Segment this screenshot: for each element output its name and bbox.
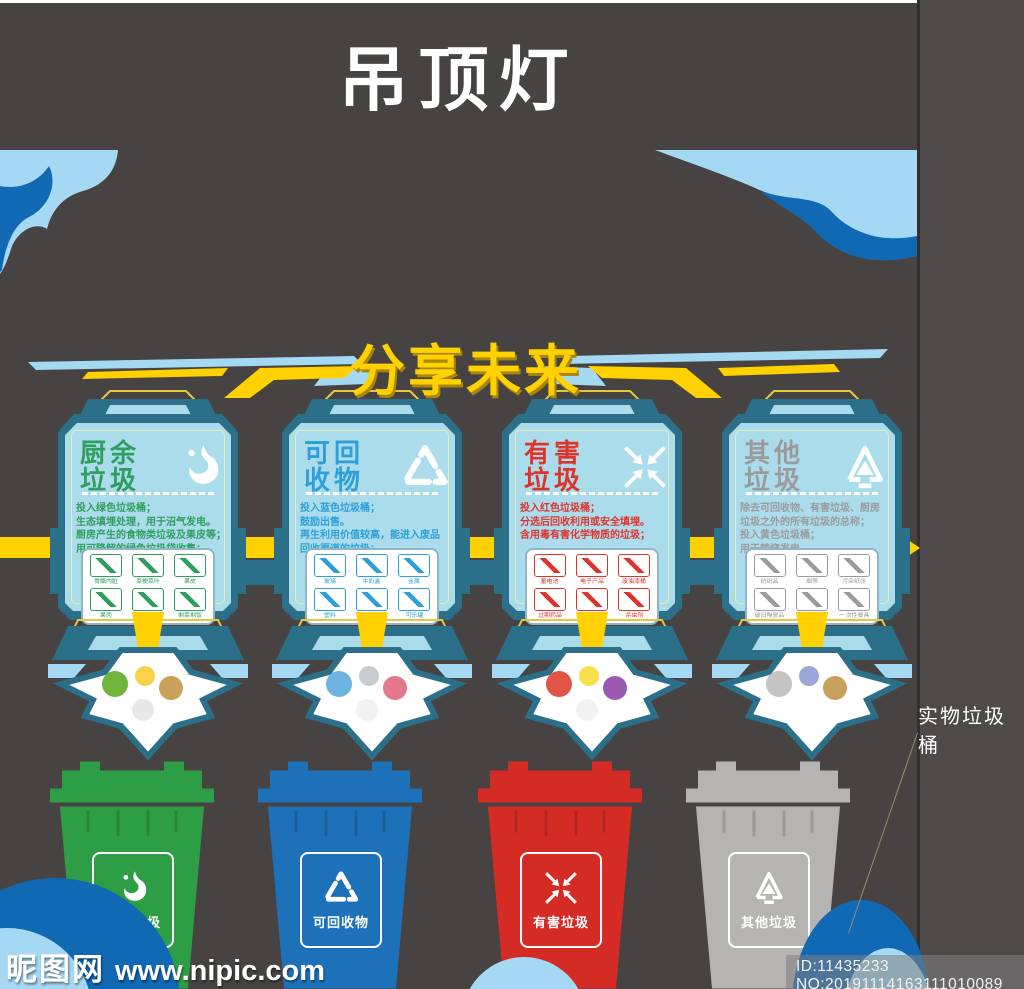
banner-title: 分享未来 [350, 340, 583, 402]
panel-kitchen-waste: 厨余垃圾 投入绿色垃圾桶； 生态填埋处理，用于沼气发电。 厨房产生的食物类垃圾及… [48, 390, 248, 770]
lamp-tube-icon [575, 588, 608, 611]
bin-label-plate: 有害垃圾 [520, 852, 602, 948]
id-watermark: ID:11435233 NO:20191114163111010089 [786, 955, 1024, 989]
vegetable-leaf-icon [131, 554, 164, 577]
disposable-tableware-icon [838, 588, 871, 611]
waste-splash-illustration [277, 647, 467, 760]
metal-icon [398, 554, 431, 577]
cigarette-butt-icon [795, 554, 828, 577]
panel-pedestal [272, 612, 472, 678]
waste-splash-illustration [717, 647, 907, 760]
top-left-wave-decor [0, 150, 118, 274]
panel-title: 有害垃圾 [524, 438, 585, 495]
examples-grid: 蓄电池 电子产品 废油漆桶 过期药品 废旧灯管 杀虫剂 [525, 548, 659, 625]
hazardous-icon [542, 869, 580, 907]
expired-medicine-icon [533, 588, 566, 611]
paper-icon [355, 588, 388, 611]
top-right-wave-decor [655, 150, 917, 261]
waste-splash-illustration [53, 647, 243, 760]
paint-bucket-icon [618, 554, 651, 577]
fruit-shell-icon [89, 588, 122, 611]
waste-splash-illustration [497, 647, 687, 760]
panel-hazardous: 有害垃圾 投入红色垃圾桶； 分选后回收利用或安全填埋。 含用毒有害化学物质的垃圾… [492, 390, 692, 770]
hazardous-icon [620, 442, 670, 492]
side-wall-strip [917, 0, 1024, 989]
cola-can-icon [398, 588, 431, 611]
panel-title: 厨余垃圾 [80, 438, 141, 495]
other-waste-icon [750, 869, 788, 907]
branch-leaves-icon [131, 588, 164, 611]
dashed-divider [526, 492, 658, 495]
panel-title: 可回收物 [304, 438, 365, 495]
bone-organ-icon [89, 554, 122, 577]
ceramics-icon [753, 588, 786, 611]
dashed-divider [82, 492, 214, 495]
bin-hazardous: 有害垃圾 [472, 756, 648, 989]
glass-icon [313, 554, 346, 577]
banner-wing-decor [28, 349, 888, 398]
textile-icon [753, 554, 786, 577]
site-url: www.nipic.com [115, 955, 326, 987]
panel-other-waste: 其他垃圾 除去可回收物、有害垃圾、厨房 垃圾之外的所有垃圾的总称； 投入黄色垃圾… [712, 390, 912, 770]
bin-label-plate: 可回收物 [300, 852, 382, 948]
site-watermark: 昵图网 www.nipic.com [6, 944, 325, 989]
dust-icon [795, 588, 828, 611]
site-logo: 昵图网 [6, 952, 105, 987]
recyclable-icon [322, 869, 360, 907]
plastic-icon [313, 588, 346, 611]
leftover-food-icon [174, 588, 207, 611]
recyclable-icon [400, 442, 450, 492]
bins-annotation-label: 实物垃圾桶 [918, 706, 1006, 757]
panel-recyclable: 可回收物 投入蓝色垃圾桶； 鼓励出售。 再生利用价值较高，能进入废品 回收渠道的… [272, 390, 472, 770]
soiled-paper-icon [838, 554, 871, 577]
electronics-icon [575, 554, 608, 577]
bin-recyclable: 可回收物 [252, 756, 428, 989]
top-white-line [0, 0, 1024, 3]
insecticide-icon [618, 588, 651, 611]
dashed-divider [746, 492, 878, 495]
panel-title: 其他垃圾 [744, 438, 805, 495]
kitchen-waste-icon [176, 442, 226, 492]
milk-carton-icon [355, 554, 388, 577]
other-waste-icon [840, 442, 890, 492]
page-title: 吊顶灯 [338, 41, 579, 119]
bin-label-plate: 其他垃圾 [728, 852, 810, 948]
battery-icon [533, 554, 566, 577]
dashed-divider [306, 492, 438, 495]
panel-description: 投入红色垃圾桶； 分选后回收利用或安全填埋。 含用毒有害化学物质的垃圾； [520, 503, 650, 541]
fruit-peel-icon [174, 554, 207, 577]
